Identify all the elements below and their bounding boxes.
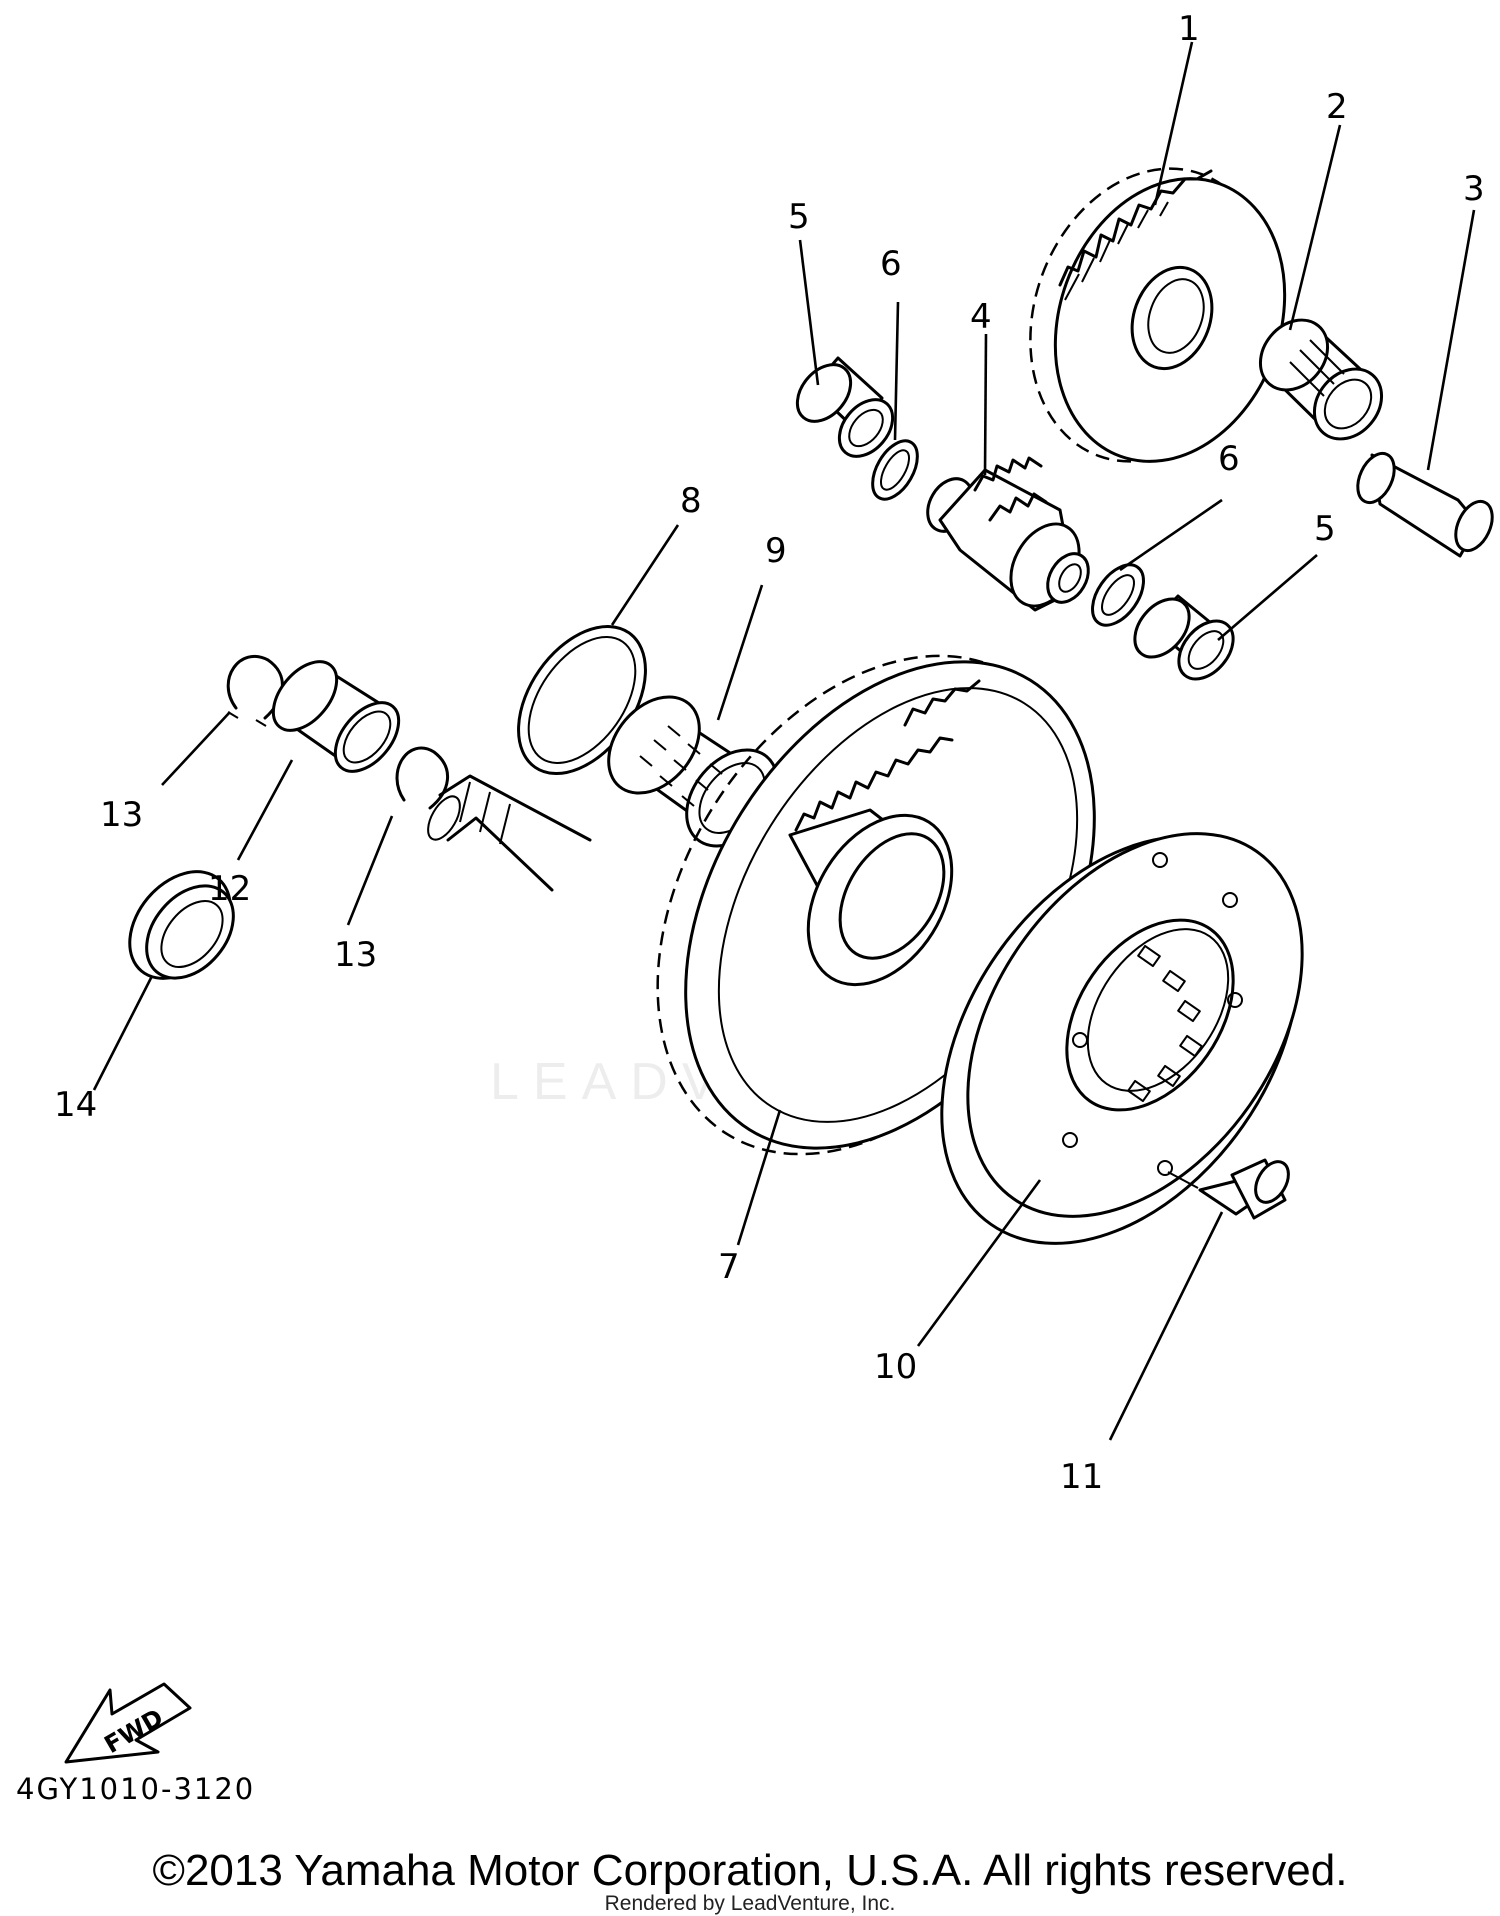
callout-11: 11 (1060, 1457, 1103, 1497)
leader-lines (92, 41, 1476, 1441)
callout-3: 3 (1463, 169, 1485, 209)
part-4-idler-gear (926, 456, 1090, 612)
callout-8: 8 (680, 481, 702, 521)
part-13b-circlip (395, 746, 450, 810)
crankshaft-reference (427, 774, 592, 892)
callout-13b: 13 (334, 935, 377, 975)
copyright-notice: ©2013 Yamaha Motor Corporation, U.S.A. A… (152, 1846, 1348, 1895)
part-6b-washer (1091, 563, 1145, 627)
rendered-by-note: Rendered by LeadVenture, Inc. (604, 1892, 896, 1915)
callout-5b: 5 (1314, 509, 1336, 549)
callout-labels: 1 2 3 4 5 5 6 6 7 8 9 10 11 12 13 13 14 (54, 9, 1485, 1497)
part-12-collar (271, 660, 401, 773)
callout-5a: 5 (788, 197, 810, 237)
diagram-code: 4GY1010-3120 (16, 1772, 256, 1806)
callout-13a: 13 (100, 795, 143, 835)
callout-6a: 6 (880, 244, 902, 284)
callout-12: 12 (208, 869, 251, 909)
callout-6b: 6 (1218, 439, 1240, 479)
callout-4: 4 (970, 297, 992, 337)
part-1-gear (1029, 167, 1287, 463)
part-6a-washer (871, 439, 919, 501)
callout-7: 7 (718, 1247, 740, 1287)
part-5b-bushing (1133, 594, 1235, 681)
part-10-starter-clutch (940, 832, 1304, 1245)
fwd-arrow: FWD (64, 1682, 192, 1764)
part-5a-bushing (795, 356, 895, 458)
callout-10: 10 (874, 1347, 917, 1387)
part-11-bolt (1167, 1158, 1290, 1220)
callout-9: 9 (765, 531, 787, 571)
callout-1: 1 (1178, 9, 1200, 49)
callout-2: 2 (1326, 87, 1348, 127)
part-3-shaft (1356, 451, 1494, 558)
callout-14: 14 (54, 1085, 97, 1125)
part-2-needle-bearing (1258, 318, 1384, 441)
part-14-oil-seal (128, 870, 235, 980)
